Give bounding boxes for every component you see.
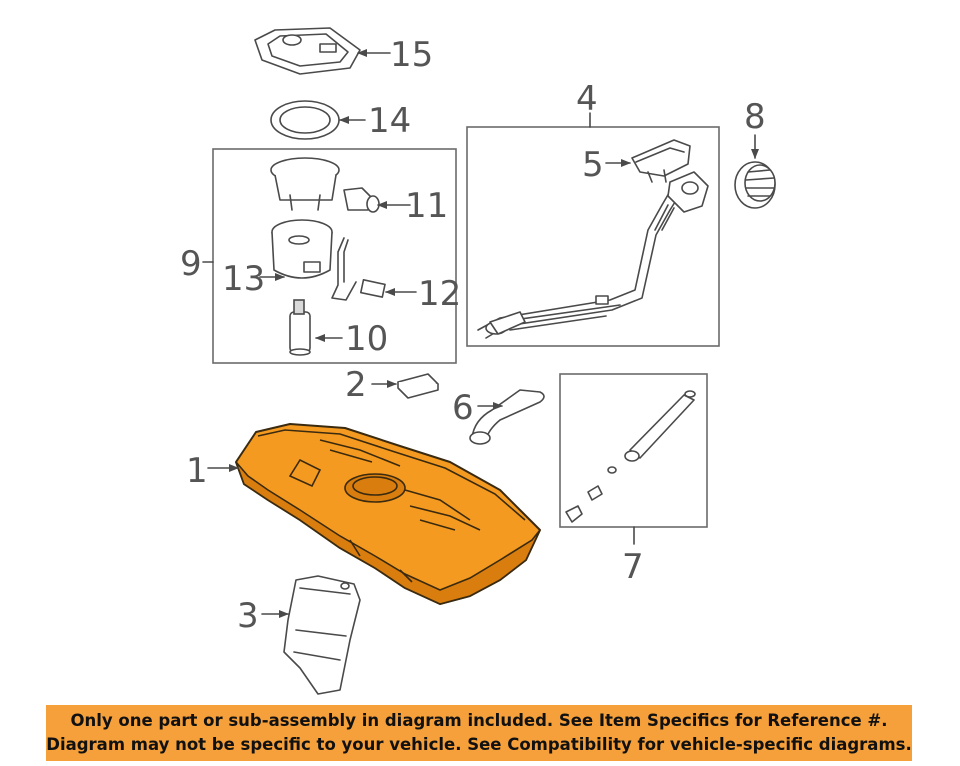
callout-3: 3: [237, 596, 259, 636]
part-3-shield: [283, 575, 361, 695]
part-pump-cap: [270, 157, 340, 211]
part-10-pump: [289, 299, 311, 356]
part-1-fuel-tank: [235, 423, 541, 605]
callout-2: 2: [345, 365, 367, 405]
callout-6: 6: [452, 388, 474, 428]
callout-9: 9: [180, 244, 202, 284]
part-15-plate: [254, 27, 361, 75]
part-11-connector: [343, 187, 380, 213]
callout-7: 7: [622, 547, 644, 587]
part-8-cap: [734, 161, 776, 209]
part-4-filler-pipe: [477, 171, 709, 339]
callout-10: 10: [345, 319, 388, 359]
part-7-vent: [565, 390, 696, 523]
group-box-4: [466, 126, 720, 347]
group-box-9: [212, 148, 457, 364]
callout-15: 15: [390, 35, 433, 75]
callout-5: 5: [582, 145, 604, 185]
part-6-hose: [469, 389, 545, 445]
disclaimer-line-1: Only one part or sub-assembly in diagram…: [70, 711, 888, 730]
callout-13: 13: [222, 259, 265, 299]
callout-8: 8: [744, 97, 766, 137]
part-14-ring: [270, 100, 340, 140]
callout-4: 4: [576, 79, 598, 119]
callout-14: 14: [368, 101, 411, 141]
callout-1: 1: [186, 451, 208, 491]
part-5-door: [631, 139, 691, 183]
callout-12: 12: [418, 274, 461, 314]
part-12-sender: [331, 237, 386, 301]
disclaimer-line-2: Diagram may not be specific to your vehi…: [46, 735, 912, 754]
disclaimer-banner: Only one part or sub-assembly in diagram…: [46, 705, 912, 761]
callout-11: 11: [405, 186, 448, 226]
part-13-housing: [271, 219, 333, 279]
part-2-pad: [397, 373, 439, 399]
